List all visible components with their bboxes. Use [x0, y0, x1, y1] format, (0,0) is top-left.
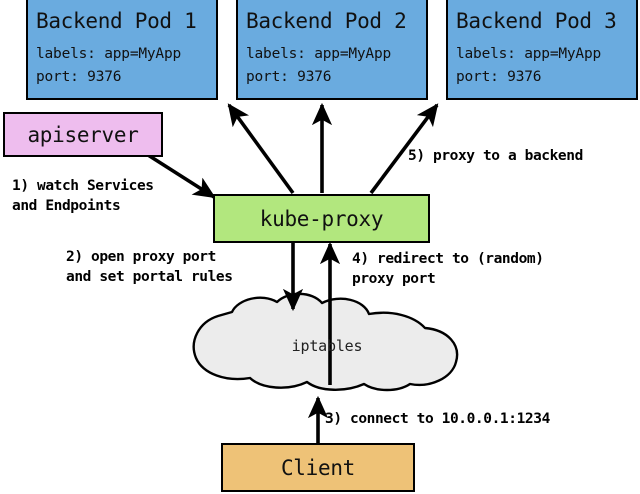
backend-pod-2-port: port: 9376	[246, 69, 332, 85]
backend-pod-1-labels: labels: app=MyApp	[36, 46, 182, 62]
step-2-label: 2) open proxy port and set portal rules	[66, 249, 233, 285]
step-5-label: 5) proxy to a backend	[408, 148, 583, 164]
kube-proxy-box[interactable]: kube-proxy	[213, 194, 430, 243]
backend-pod-3-labels: labels: app=MyApp	[456, 46, 602, 62]
step-4-label: 4) redirect to (random) proxy port	[352, 251, 544, 287]
client-label: Client	[280, 455, 356, 480]
backend-pod-2-box[interactable]: Backend Pod 2 labels: app=MyApp port: 93…	[236, 0, 428, 100]
client-box[interactable]: Client	[221, 443, 415, 492]
iptables-label: iptables	[291, 337, 363, 355]
arrow-kubeproxy-to-pod1	[227, 103, 295, 195]
kube-proxy-label: kube-proxy	[259, 206, 384, 231]
apiserver-box[interactable]: apiserver	[3, 112, 163, 157]
arrow-apiserver-to-kubeproxy	[147, 153, 216, 199]
arrow-kubeproxy-to-pod3	[369, 103, 439, 195]
backend-pod-1-title: Backend Pod 1	[36, 9, 197, 33]
backend-pod-1-box[interactable]: Backend Pod 1 labels: app=MyApp port: 93…	[26, 0, 218, 100]
iptables-cloud-shape	[192, 292, 459, 392]
step-1-label: 1) watch Services and Endpoints	[12, 178, 154, 214]
backend-pod-2-title: Backend Pod 2	[246, 9, 407, 33]
backend-pod-3-box[interactable]: Backend Pod 3 labels: app=MyApp port: 93…	[446, 0, 638, 100]
step-3-label: 3) connect to 10.0.0.1:1234	[325, 411, 550, 427]
backend-pod-1-port: port: 9376	[36, 69, 122, 85]
backend-pod-2-labels: labels: app=MyApp	[246, 46, 392, 62]
backend-pod-3-port: port: 9376	[456, 69, 542, 85]
backend-pod-3-title: Backend Pod 3	[456, 9, 617, 33]
apiserver-label: apiserver	[27, 122, 139, 147]
